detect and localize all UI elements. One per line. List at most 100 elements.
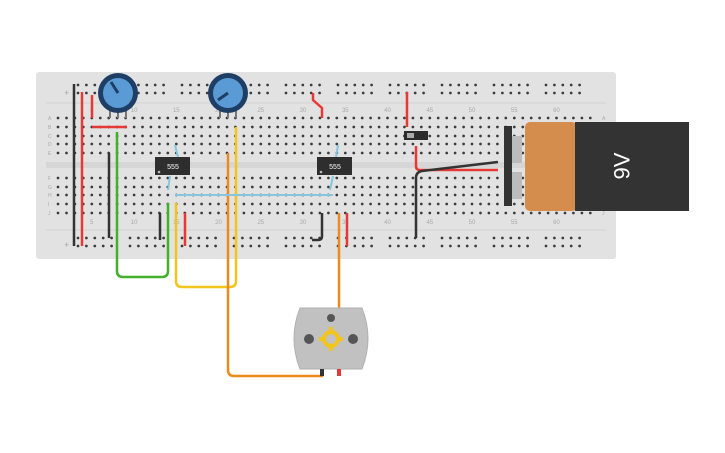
breadboard-hole[interactable] [436,134,440,138]
breadboard-hole[interactable] [93,244,97,248]
breadboard-hole[interactable] [428,185,432,189]
breadboard-hole[interactable] [555,116,558,120]
breadboard-hole[interactable] [197,91,201,95]
breadboard-hole[interactable] [555,211,558,215]
breadboard-hole[interactable] [436,151,440,155]
breadboard-hole[interactable] [386,193,389,197]
breadboard-hole[interactable] [180,244,184,248]
breadboard-hole[interactable] [128,236,132,240]
breadboard-hole[interactable] [318,125,322,129]
breadboard-hole[interactable] [553,236,556,240]
breadboard-hole[interactable] [521,202,525,206]
breadboard-hole[interactable] [445,193,449,197]
breadboard-hole[interactable] [394,185,398,189]
breadboard-hole[interactable] [191,125,195,129]
breadboard-hole[interactable] [394,176,398,180]
breadboard-hole[interactable] [445,134,449,138]
breadboard-hole[interactable] [56,193,60,197]
breadboard-hole[interactable] [411,176,415,180]
breadboard-hole[interactable] [301,134,305,138]
breadboard-hole[interactable] [386,151,389,155]
breadboard-hole[interactable] [335,116,339,120]
breadboard-hole[interactable] [521,134,525,138]
breadboard-hole[interactable] [453,125,457,129]
breadboard-hole[interactable] [107,142,111,146]
breadboard-hole[interactable] [578,91,581,95]
breadboard-hole[interactable] [232,244,236,248]
breadboard-hole[interactable] [517,91,521,95]
breadboard-hole[interactable] [110,244,113,248]
breadboard-hole[interactable] [284,202,288,206]
breadboard-hole[interactable] [487,202,491,206]
breadboard-hole[interactable] [470,151,474,155]
breadboard-hole[interactable] [529,116,533,120]
breadboard-hole[interactable] [90,134,94,138]
breadboard-hole[interactable] [462,211,465,215]
breadboard-hole[interactable] [419,116,423,120]
breadboard-hole[interactable] [98,185,102,189]
breadboard-hole[interactable] [208,185,212,189]
breadboard-hole[interactable] [335,211,339,215]
breadboard-hole[interactable] [56,151,60,155]
breadboard-hole[interactable] [266,236,269,240]
breadboard-hole[interactable] [162,83,165,87]
breadboard-hole[interactable] [310,202,313,206]
breadboard-hole[interactable] [360,176,364,180]
breadboard-hole[interactable] [487,211,491,215]
breadboard-hole[interactable] [65,134,68,138]
breadboard-hole[interactable] [293,116,296,120]
breadboard-hole[interactable] [217,134,220,138]
breadboard-hole[interactable] [512,116,516,120]
breadboard-hole[interactable] [56,176,60,180]
ic-555-left[interactable]: 555 [155,157,190,175]
breadboard-hole[interactable] [580,211,584,215]
breadboard-hole[interactable] [419,193,423,197]
breadboard-hole[interactable] [496,202,499,206]
breadboard-hole[interactable] [397,91,400,95]
breadboard-hole[interactable] [267,176,271,180]
breadboard-hole[interactable] [370,244,373,248]
breadboard-hole[interactable] [293,134,296,138]
breadboard-hole[interactable] [90,151,94,155]
breadboard-hole[interactable] [474,236,477,240]
breadboard-hole[interactable] [496,185,499,189]
breadboard-hole[interactable] [578,83,581,87]
breadboard-hole[interactable] [377,185,381,189]
breadboard-hole[interactable] [98,134,102,138]
breadboard-hole[interactable] [257,91,261,95]
breadboard-hole[interactable] [474,91,477,95]
breadboard-hole[interactable] [352,116,356,120]
breadboard-hole[interactable] [413,91,417,95]
breadboard-hole[interactable] [259,125,263,129]
breadboard-hole[interactable] [436,116,440,120]
breadboard-hole[interactable] [377,125,381,129]
breadboard-hole[interactable] [479,185,482,189]
breadboard-hole[interactable] [217,142,220,146]
breadboard-hole[interactable] [301,125,305,129]
breadboard-hole[interactable] [343,176,347,180]
breadboard-hole[interactable] [453,176,457,180]
breadboard-hole[interactable] [128,244,132,248]
breadboard-hole[interactable] [422,236,425,240]
breadboard-hole[interactable] [166,176,170,180]
breadboard-hole[interactable] [335,134,339,138]
breadboard-hole[interactable] [487,185,491,189]
breadboard-hole[interactable] [208,202,212,206]
breadboard-hole[interactable] [360,202,364,206]
breadboard-hole[interactable] [487,116,491,120]
wire-black-hook[interactable] [312,213,324,242]
breadboard-hole[interactable] [377,142,381,146]
breadboard-hole[interactable] [411,185,415,189]
breadboard-hole[interactable] [388,236,392,240]
breadboard-hole[interactable] [132,185,136,189]
breadboard-hole[interactable] [149,125,153,129]
breadboard-hole[interactable] [56,185,60,189]
breadboard-hole[interactable] [336,83,340,87]
breadboard-hole[interactable] [453,202,457,206]
breadboard-hole[interactable] [411,125,415,129]
breadboard-hole[interactable] [137,244,140,248]
breadboard-hole[interactable] [208,176,212,180]
breadboard-hole[interactable] [436,125,440,129]
breadboard-hole[interactable] [98,202,102,206]
breadboard-hole[interactable] [250,142,254,146]
